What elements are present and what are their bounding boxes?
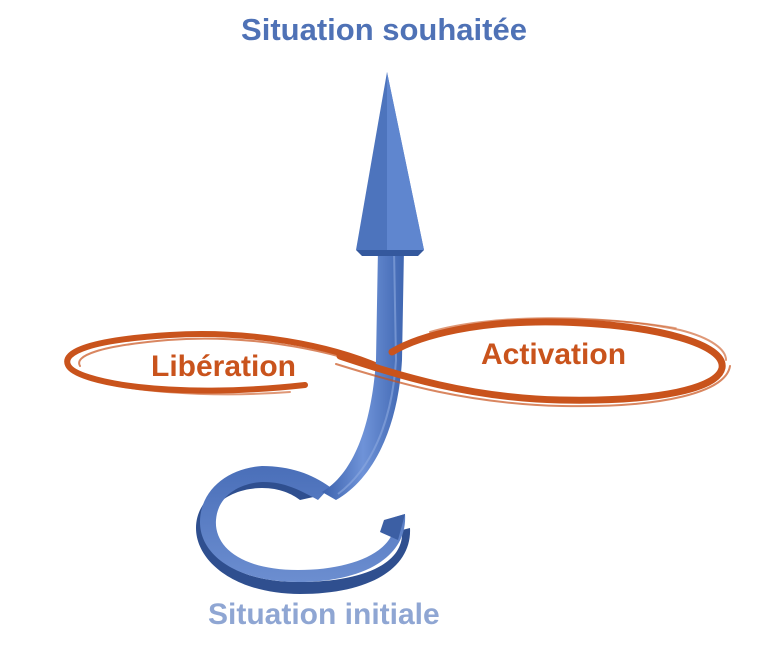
arrow-head [356,72,424,256]
infinity-loop-front [335,317,731,408]
liberation-label: Libération [151,350,297,383]
arrow-hook [196,466,411,594]
initial-situation-label: Situation initiale [208,598,440,631]
infinity-loop-back [64,331,385,396]
activation-label: Activation [481,338,627,371]
target-situation-label: Situation souhaitée [241,12,527,47]
